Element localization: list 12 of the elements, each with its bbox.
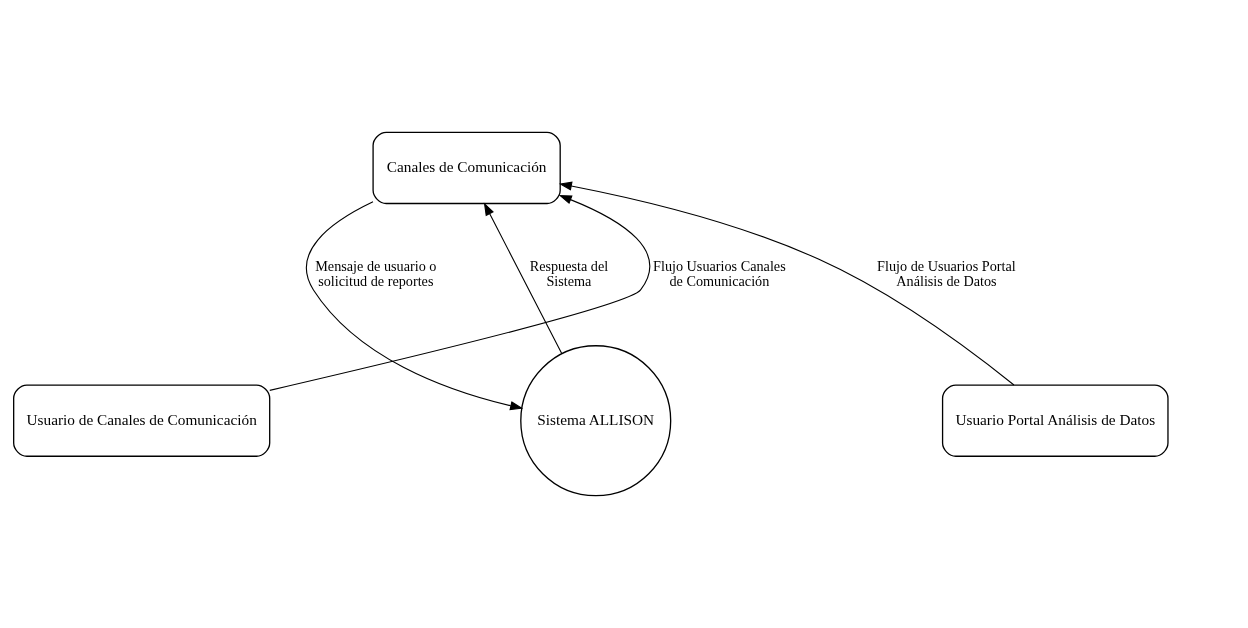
arrow [483,202,563,355]
node-box: Canales de Comunicación [372,131,561,205]
edge-label: Respuesta del Sistema [529,257,609,289]
edge-label: Flujo Usuarios Canales de Comunicación [653,257,786,289]
node-box: Usuario Portal Análisis de Datos [941,384,1169,457]
arrow [306,201,524,411]
arrow [269,195,651,391]
node-box: Usuario de Canales de Comunicación [13,384,271,457]
edge-label: Mensaje de usuario o solicitud de reportes [315,257,437,289]
arrow [558,181,1015,386]
node-circle: Sistema ALLISON [520,345,672,497]
edge-label: Flujo de Usuarios Portal Análisis de Datos [877,257,1016,289]
